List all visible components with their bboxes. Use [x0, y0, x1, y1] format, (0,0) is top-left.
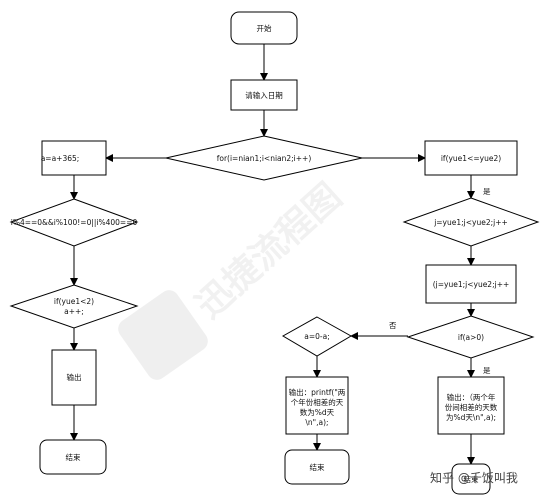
node-j-loop-box: (j=yue1;j<yue2;j++ [425, 264, 517, 304]
node-printf-left-line-3: 数为%d天 [300, 407, 335, 417]
node-printf-right-line-2: 份间相差的天数 [445, 402, 498, 412]
node-add-365-label: a=a+365; [41, 154, 80, 163]
node-leap-check: i%4==0&&i%100!=0||i%400==0 [9, 198, 139, 247]
node-end-right: 结束 [284, 449, 350, 485]
node-add-365: a=a+365; [41, 140, 107, 176]
node-printf-left-line-2: 个年份相差的天 [291, 397, 344, 407]
node-end-right-label: 结束 [310, 462, 325, 472]
node-end-bottom-right: 结束 [451, 463, 491, 495]
node-printf-left-line-4: \n",a); [305, 418, 328, 427]
node-end-left-label: 结束 [66, 452, 81, 462]
node-input-date-label: 请输入日期 [245, 90, 283, 100]
edge-label-no: 否 [389, 321, 397, 330]
node-yue-check-left: if(yue1<2) a++; [9, 284, 139, 329]
node-end-bottom-right-label: 结束 [464, 474, 479, 484]
edge-label-yes-1: 是 [483, 187, 491, 196]
node-printf-right-line-1: 输出：（两个年 [447, 392, 496, 402]
node-output-left: 输出 [51, 349, 97, 406]
node-leap-check-label: i%4==0&&i%100!=0||i%400==0 [11, 218, 138, 227]
corner-attribution: 知乎 @千饭叫我 [430, 471, 518, 485]
node-printf-left-line-1: 输出：printf("两 [289, 387, 346, 397]
node-input-date: 请输入日期 [230, 79, 298, 111]
node-a-positive-label: if(a>0) [458, 333, 484, 342]
node-yue-compare-label: if(yue1<=yue2) [441, 154, 501, 163]
node-output-left-label: 输出 [67, 372, 82, 382]
node-printf-right-line-3: 为%d天\n",a); [446, 412, 496, 422]
node-for-loop: for(i=nian1;i<nian2;i++) [165, 135, 363, 181]
node-printf-left: 输出：printf("两 个年份相差的天 数为%d天 \n",a); [285, 376, 349, 435]
watermark-logo-icon [118, 290, 208, 380]
node-j-loop-diamond: j=yue1;j<yue2;j++ [402, 197, 540, 247]
node-start: 开始 [230, 11, 298, 45]
node-a-negate-label: a=0-a; [304, 332, 329, 341]
watermark-text: 迅捷流程图 [189, 176, 350, 327]
node-a-positive: if(a>0) [406, 315, 535, 359]
node-printf-right: 输出：（两个年 份间相差的天数 为%d天\n",a); [437, 376, 505, 435]
node-yue-check-left-line1: if(yue1<2) [54, 297, 94, 306]
node-for-loop-label: for(i=nian1;i<nian2;i++) [217, 154, 312, 163]
node-end-left: 结束 [39, 439, 107, 475]
node-start-label: 开始 [257, 23, 272, 33]
edge-label-yes-2: 是 [483, 366, 491, 375]
node-yue-check-left-line2: a++; [64, 307, 84, 316]
node-yue-compare: if(yue1<=yue2) [424, 140, 518, 176]
node-j-loop-box-label: (j=yue1;j<yue2;j++ [433, 280, 510, 289]
edges [70, 44, 475, 465]
node-a-negate: a=0-a; [281, 316, 353, 357]
node-j-loop-diamond-label: j=yue1;j<yue2;j++ [433, 218, 508, 227]
